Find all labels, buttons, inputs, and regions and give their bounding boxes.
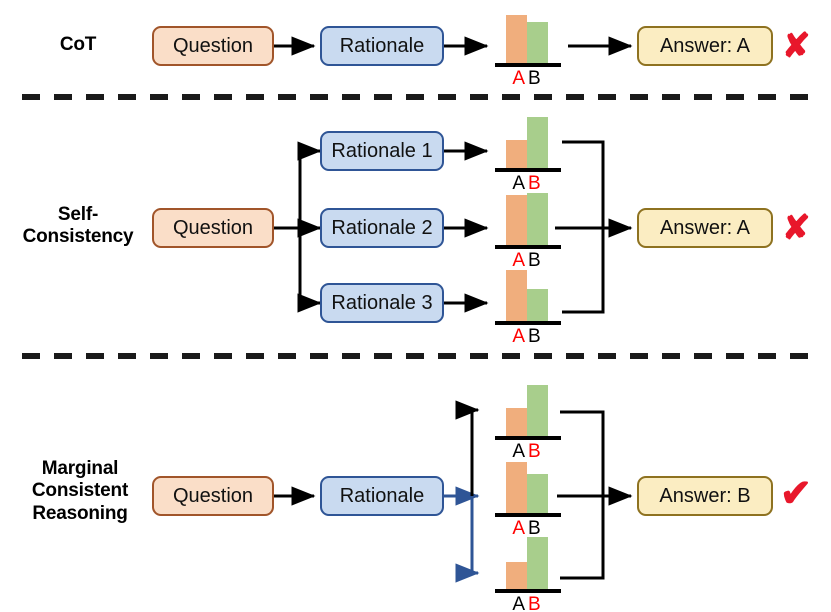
sc-chart-2-axis-labels: AB — [496, 251, 560, 271]
row-label-cot: CoT — [59, 34, 97, 55]
cot-answer-label: Answer: A — [659, 34, 751, 57]
row-self-consistency-connectors — [273, 140, 633, 314]
axis-label-b: B — [528, 173, 544, 194]
chart-baseline — [495, 245, 561, 249]
mcr-answer-box[interactable]: Answer: B — [637, 476, 773, 516]
row-label-line-1: Marginal — [41, 458, 119, 479]
cot-verdict-incorrect-icon: ✘ — [782, 27, 811, 65]
bar-b — [527, 117, 548, 168]
sc-rationale-label-2: Rationale 2 — [331, 216, 433, 239]
row-label-line-1: Self- — [57, 204, 99, 225]
chart-baseline — [495, 436, 561, 440]
bar-b — [527, 385, 548, 436]
cot-rationale-label: Rationale — [339, 34, 425, 57]
sc-answer-label: Answer: A — [659, 216, 751, 239]
bar-b — [527, 22, 548, 63]
sc-rationale-box-3[interactable]: Rationale 3 — [320, 283, 444, 323]
cot-question-label: Question — [172, 34, 254, 57]
mcr-chart-2: AB — [495, 458, 561, 539]
mcr-question-label: Question — [172, 484, 254, 507]
mcr-question-box[interactable]: Question — [152, 476, 274, 516]
sc-chart-1: AB — [495, 113, 561, 194]
mcr-rationale-label: Rationale — [339, 484, 425, 507]
axis-label-a: A — [512, 173, 528, 194]
bar-b — [527, 289, 548, 321]
bar-a — [506, 408, 527, 436]
row-label-line-2: Consistency — [22, 226, 134, 248]
bar-b — [527, 193, 548, 245]
sc-chart-3: AB — [495, 266, 561, 347]
cot-chart-1: AB — [495, 8, 561, 89]
row-label-self-consistency: Self- Consistency — [4, 204, 152, 249]
bar-a — [506, 140, 527, 168]
cot-question-box[interactable]: Question — [152, 26, 274, 66]
sc-rationale-box-1[interactable]: Rationale 1 — [320, 131, 444, 171]
cot-answer-box[interactable]: Answer: A — [637, 26, 773, 66]
row-label-line-2: Consistent — [31, 480, 129, 502]
axis-label-b: B — [528, 518, 544, 539]
axis-label-a: A — [512, 326, 528, 347]
row-label-marginal-consistent-reasoning: Marginal Consistent Reasoning — [10, 458, 150, 525]
mcr-rationale-box[interactable]: Rationale — [320, 476, 444, 516]
bar-b — [527, 537, 548, 589]
axis-label-b: B — [528, 250, 544, 271]
sc-chart-1-axis-labels: AB — [496, 174, 560, 194]
chart-baseline — [495, 168, 561, 172]
chart-baseline — [495, 321, 561, 325]
chart-baseline — [495, 63, 561, 67]
sc-question-label: Question — [172, 216, 254, 239]
bar-a — [506, 195, 527, 245]
sc-verdict-incorrect-icon: ✘ — [782, 209, 811, 247]
chart-baseline — [495, 513, 561, 517]
mcr-chart-1: AB — [495, 381, 561, 462]
row-label-line-3: Reasoning — [32, 502, 128, 524]
axis-label-b: B — [528, 326, 544, 347]
sc-rationale-label-1: Rationale 1 — [331, 139, 433, 162]
bar-a — [506, 270, 527, 321]
sc-rationale-label-3: Rationale 3 — [331, 291, 433, 314]
axis-label-b: B — [528, 441, 544, 462]
row-marginal-connectors — [273, 400, 633, 583]
cot-chart-1-axis-labels: AB — [496, 69, 560, 89]
bar-a — [506, 15, 527, 63]
sc-chart-3-axis-labels: AB — [496, 327, 560, 347]
mcr-chart-3-axis-labels: AB — [496, 595, 560, 612]
mcr-chart-1-axis-labels: AB — [496, 442, 560, 462]
mcr-answer-label: Answer: B — [659, 484, 751, 507]
axis-label-a: A — [512, 68, 528, 89]
axis-label-a: A — [512, 250, 528, 271]
cot-rationale-box[interactable]: Rationale — [320, 26, 444, 66]
bar-a — [506, 562, 527, 589]
axis-label-b: B — [528, 68, 544, 89]
bar-b — [527, 474, 548, 513]
mcr-verdict-correct-icon: ✔ — [780, 473, 812, 515]
bar-a — [506, 462, 527, 513]
sc-answer-box[interactable]: Answer: A — [637, 208, 773, 248]
axis-label-a: A — [512, 441, 528, 462]
sc-chart-2: AB — [495, 190, 561, 271]
axis-label-a: A — [512, 594, 528, 612]
mcr-chart-3: AB — [495, 534, 561, 612]
sc-question-box[interactable]: Question — [152, 208, 274, 248]
chart-baseline — [495, 589, 561, 593]
mcr-chart-2-axis-labels: AB — [496, 519, 560, 539]
axis-label-b: B — [528, 594, 544, 612]
sc-rationale-box-2[interactable]: Rationale 2 — [320, 208, 444, 248]
axis-label-a: A — [512, 518, 528, 539]
